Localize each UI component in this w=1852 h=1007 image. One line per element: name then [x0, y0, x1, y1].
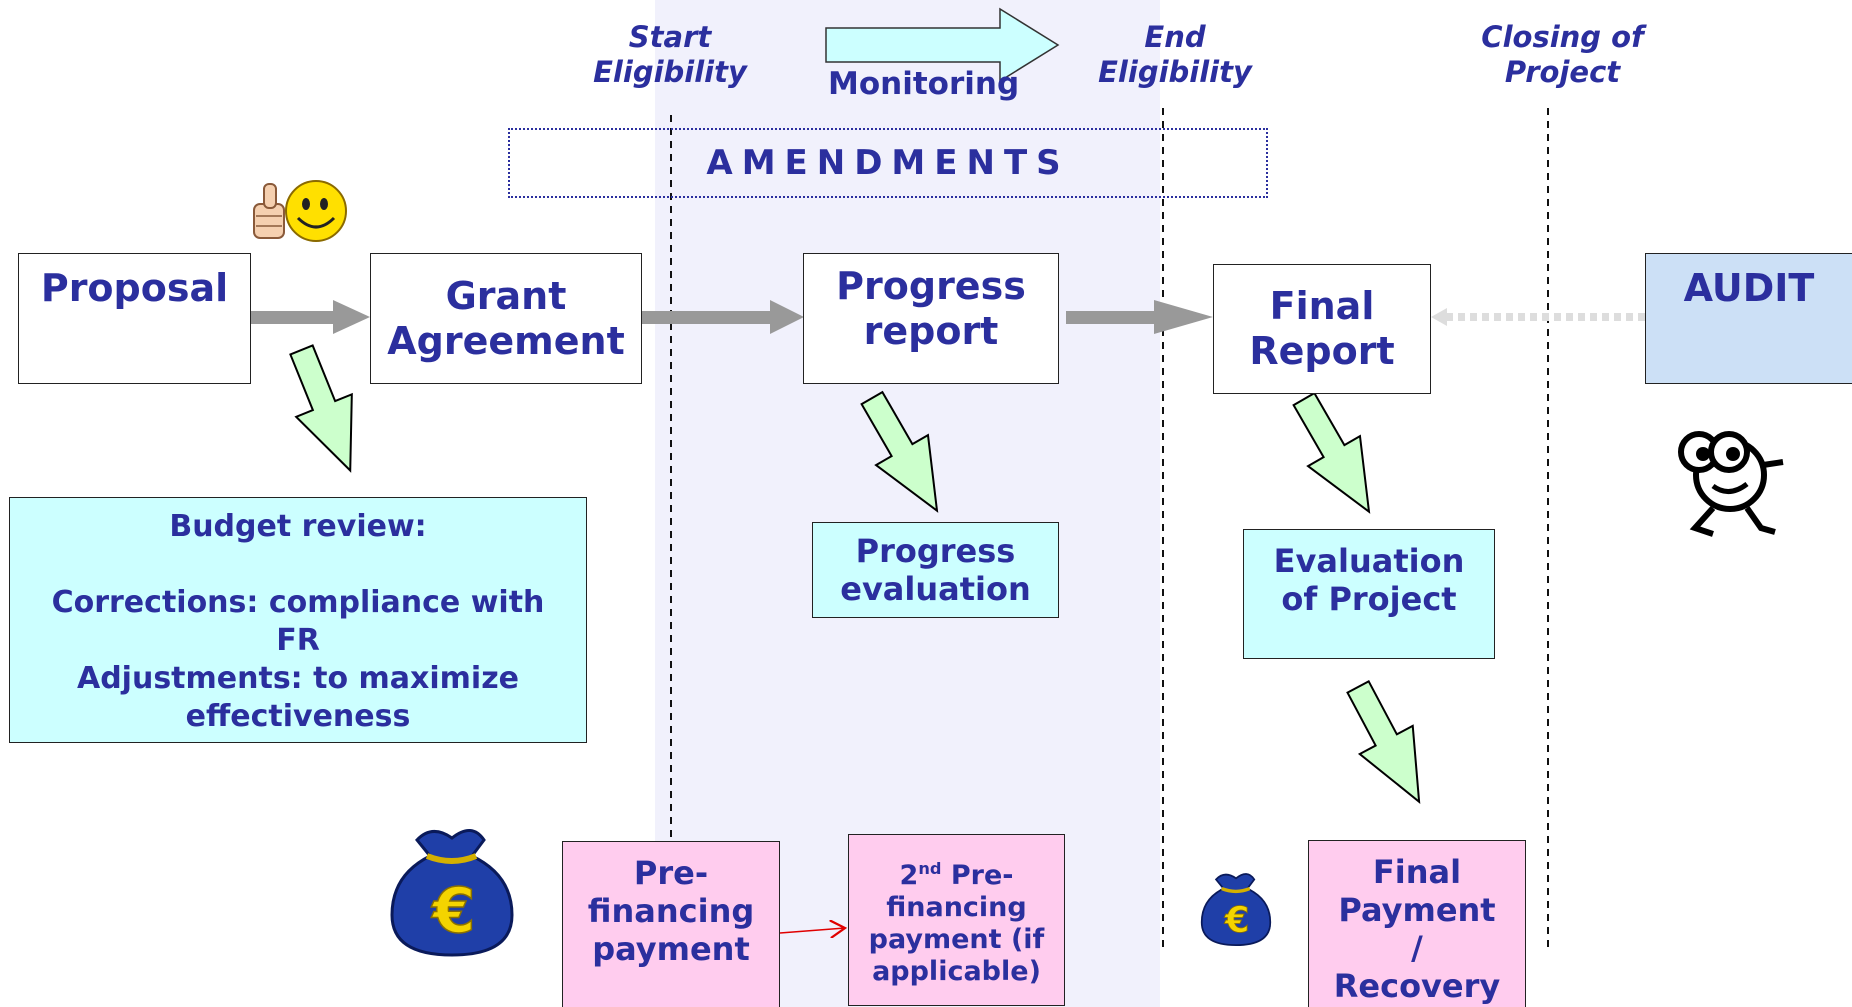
final-payment-line3: /: [1411, 929, 1423, 967]
evaluation-of-project-box: Evaluation of Project: [1243, 529, 1495, 659]
adjustments-line2: effectiveness: [185, 699, 411, 734]
payment-link-arrow: [779, 928, 845, 933]
phase-start-line2: Eligibility: [593, 55, 747, 89]
ordinal-number: 2: [899, 859, 919, 891]
grant-agreement-box: Grant Agreement: [370, 253, 642, 384]
down-arrow-proposal: [289, 344, 353, 473]
second-prefinancing-pre: Pre-: [950, 859, 1014, 891]
down-arrow-evaluation: [1346, 679, 1421, 804]
second-prefinancing-line2: financing: [886, 891, 1027, 923]
phase-end-line1: End: [1144, 20, 1206, 54]
prefinancing-line1: Pre-: [633, 854, 709, 892]
budget-review-box: Budget review: Corrections: compliance w…: [9, 497, 587, 743]
down-arrow-final-report: [1292, 391, 1371, 514]
phase-closing-line1: Closing of: [1481, 20, 1644, 54]
progress-eval-line2: evaluation: [840, 570, 1031, 608]
auditor-character-icon: [1678, 431, 1784, 537]
phase-closing-project: Closing of Project: [1450, 20, 1675, 90]
budget-review-title: Budget review:: [169, 509, 427, 544]
ordinal-suffix: nd: [918, 858, 942, 878]
prefinancing-line2: financing: [587, 892, 755, 930]
budget-review-spacer: [52, 546, 545, 584]
second-prefinancing-line1: 2nd Pre-: [869, 853, 1045, 892]
progress-evaluation-box: Progress evaluation: [812, 522, 1059, 618]
phase-end-eligibility: End Eligibility: [1085, 20, 1265, 90]
corrections-line1: Corrections: compliance with: [51, 585, 545, 620]
svg-text:€: €: [1224, 900, 1250, 941]
final-report-line2: Report: [1249, 329, 1395, 373]
progress-report-line2: report: [863, 309, 999, 353]
eval-project-line1: Evaluation: [1273, 542, 1465, 580]
final-payment-box: Final Payment / Recovery: [1308, 840, 1526, 1007]
flow-arrow-progress-final: [1066, 300, 1213, 334]
flow-arrow-grant-progress: [641, 300, 804, 334]
corrections-line2: FR: [276, 623, 320, 658]
proposal-label: Proposal: [40, 266, 229, 310]
proposal-box: Proposal: [18, 253, 251, 384]
progress-report-box: Progress report: [803, 253, 1059, 384]
prefinancing-payment-box: Pre- financing payment: [562, 841, 780, 1007]
adjustments-line1: Adjustments: to maximize: [76, 661, 520, 696]
audit-label: AUDIT: [1683, 266, 1815, 310]
final-report-box: Final Report: [1213, 264, 1431, 394]
second-prefinancing-box: 2nd Pre- financing payment (if applicabl…: [848, 834, 1065, 1006]
amendments-banner: AMENDMENTS: [508, 128, 1268, 198]
euro-money-bag-small-icon: €: [1200, 873, 1272, 947]
down-arrow-progress: [860, 390, 939, 513]
phase-closing-line2: Project: [1504, 55, 1621, 89]
prefinancing-line3: payment: [592, 930, 750, 968]
monitoring-arrow: [825, 7, 1060, 83]
thumbs-up-smiley-icon: [253, 180, 347, 242]
svg-text:€: €: [430, 874, 475, 947]
flow-arrow-proposal-grant: [250, 300, 370, 334]
progress-report-line1: Progress: [836, 264, 1026, 308]
second-prefinancing-line4: applicable): [872, 955, 1041, 987]
second-prefinancing-line3: payment (if: [868, 923, 1045, 955]
euro-money-bag-icon: €: [390, 829, 514, 957]
phase-start-eligibility: Start Eligibility: [580, 20, 760, 90]
eval-project-line2: of Project: [1281, 580, 1457, 618]
monitoring-label: Monitoring: [828, 66, 1020, 102]
final-payment-line2: Payment: [1338, 891, 1496, 929]
audit-dotted-arrow: [1431, 308, 1645, 326]
grant-label-line2: Agreement: [387, 318, 625, 363]
progress-eval-line1: Progress: [855, 532, 1016, 570]
phase-start-line1: Start: [628, 20, 712, 54]
grant-label-line1: Grant: [445, 273, 567, 318]
audit-box: AUDIT: [1645, 253, 1852, 384]
final-report-line1: Final: [1269, 284, 1375, 328]
final-payment-line1: Final: [1372, 853, 1462, 891]
final-payment-line4: Recovery: [1333, 967, 1501, 1005]
phase-end-line2: Eligibility: [1098, 55, 1252, 89]
